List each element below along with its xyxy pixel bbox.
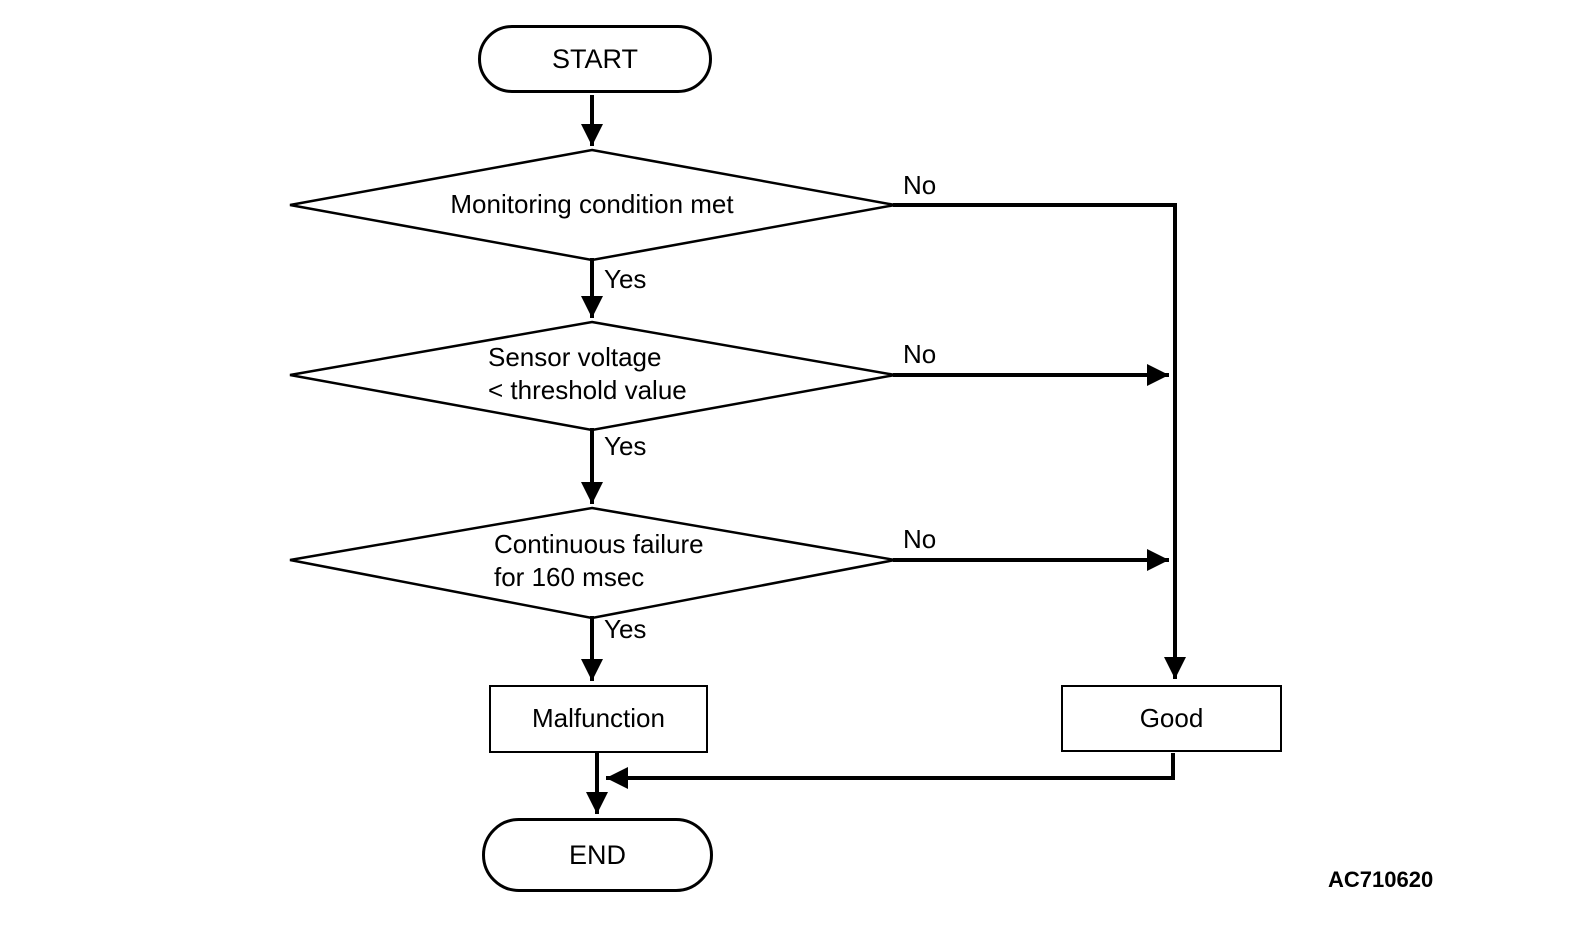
edge-label-continuous-no: No <box>903 524 937 554</box>
node-continuous-label-line2: for 160 msec <box>494 562 645 592</box>
node-malfunction: Malfunction <box>489 685 708 753</box>
edge-label-sensor-no: No <box>903 339 937 369</box>
node-good-label: Good <box>1139 702 1204 733</box>
node-start-label: START <box>551 43 638 74</box>
node-continuous-label: Continuous failure for 160 msec <box>494 528 704 594</box>
node-malfunction-label: Malfunction <box>532 703 665 734</box>
node-sensor-label-line1: Sensor voltage <box>488 342 662 372</box>
node-end-label: END <box>568 839 626 870</box>
edge-label-monitoring-yes: Yes <box>604 264 647 294</box>
node-continuous-label-line1: Continuous failure <box>494 529 704 559</box>
node-start: START <box>478 25 712 93</box>
node-end: END <box>482 818 713 892</box>
edge-label-sensor-yes: Yes <box>604 431 647 461</box>
edge-label-monitoring-no: No <box>903 170 937 200</box>
figure-code: AC710620 <box>1328 867 1434 892</box>
edge-monitoring-no-to-good <box>893 203 1186 679</box>
edge-good-to-merge <box>606 753 1175 789</box>
node-sensor-label-line2: < threshold value <box>488 375 687 405</box>
node-good: Good <box>1061 685 1282 752</box>
node-monitoring-label: Monitoring condition met <box>450 189 734 219</box>
node-sensor-label: Sensor voltage < threshold value <box>488 341 687 407</box>
edge-label-continuous-yes: Yes <box>604 614 647 644</box>
